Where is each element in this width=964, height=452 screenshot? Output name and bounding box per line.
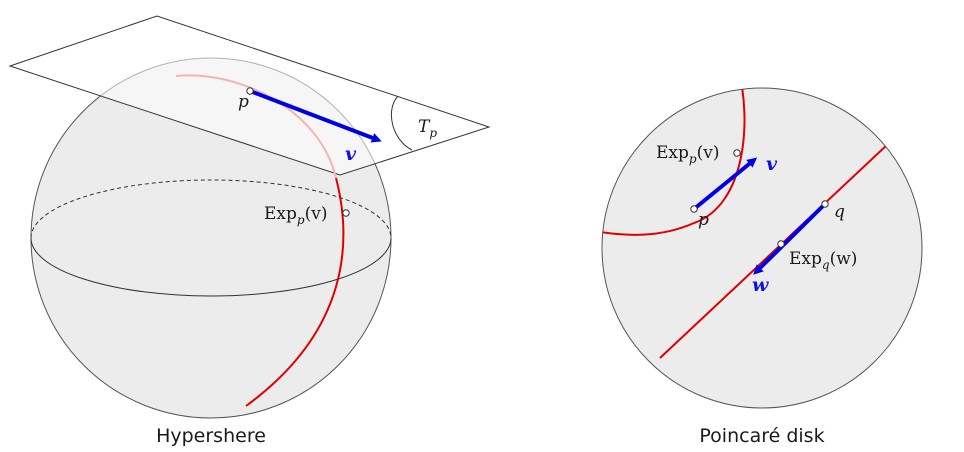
tangent-vector-v [249,89,382,143]
disk-label-w: w [752,274,769,296]
label-vector-v: v [345,143,357,165]
disk-label-exp-p-v: Expp(v) [656,143,719,166]
hypersphere-panel: p Tp v Expp(v) Hypershere [8,15,491,447]
disk-point-exp-q-w [777,240,785,248]
disk-geodesic-p [602,88,746,236]
point-p [246,87,254,95]
disk-label-p: p [698,210,709,230]
poincare-disk [601,87,923,409]
poincare-panel: Expp(v) v p q Expq(w) w Poincaré disk [601,87,923,447]
tangent-angle-arc [390,95,413,151]
point-exp-p-v [342,209,350,217]
disk-vector-v [692,157,758,211]
disk-point-p [690,205,698,213]
sphere-equator-back [30,179,392,239]
disk-label-q: q [834,202,845,222]
disk-label-v: v [766,153,778,175]
sphere-geodesic [245,177,345,407]
disk-label-exp-q-w: Expq(w) [789,249,857,272]
caption-hypersphere: Hypershere [156,425,266,447]
disk-point-exp-p-v [733,149,741,157]
caption-poincare: Poincaré disk [699,425,824,447]
disk-vector-w [753,202,827,275]
disk-point-q [821,200,829,208]
sphere-equator-front [30,237,392,297]
label-tangent-space: Tp [418,117,437,140]
label-p: p [238,92,249,112]
label-exp-p-v: Expp(v) [264,204,327,227]
